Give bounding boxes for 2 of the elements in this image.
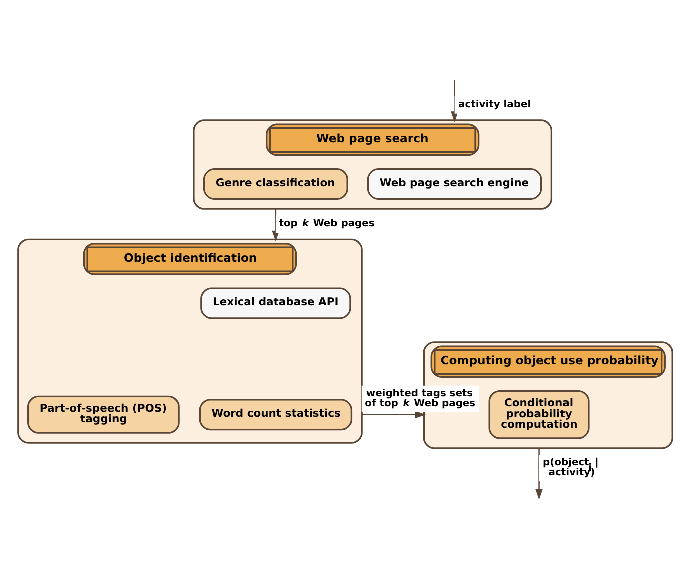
edge-label: top k Web pages (279, 218, 375, 230)
edge-label: activity label (458, 99, 532, 110)
